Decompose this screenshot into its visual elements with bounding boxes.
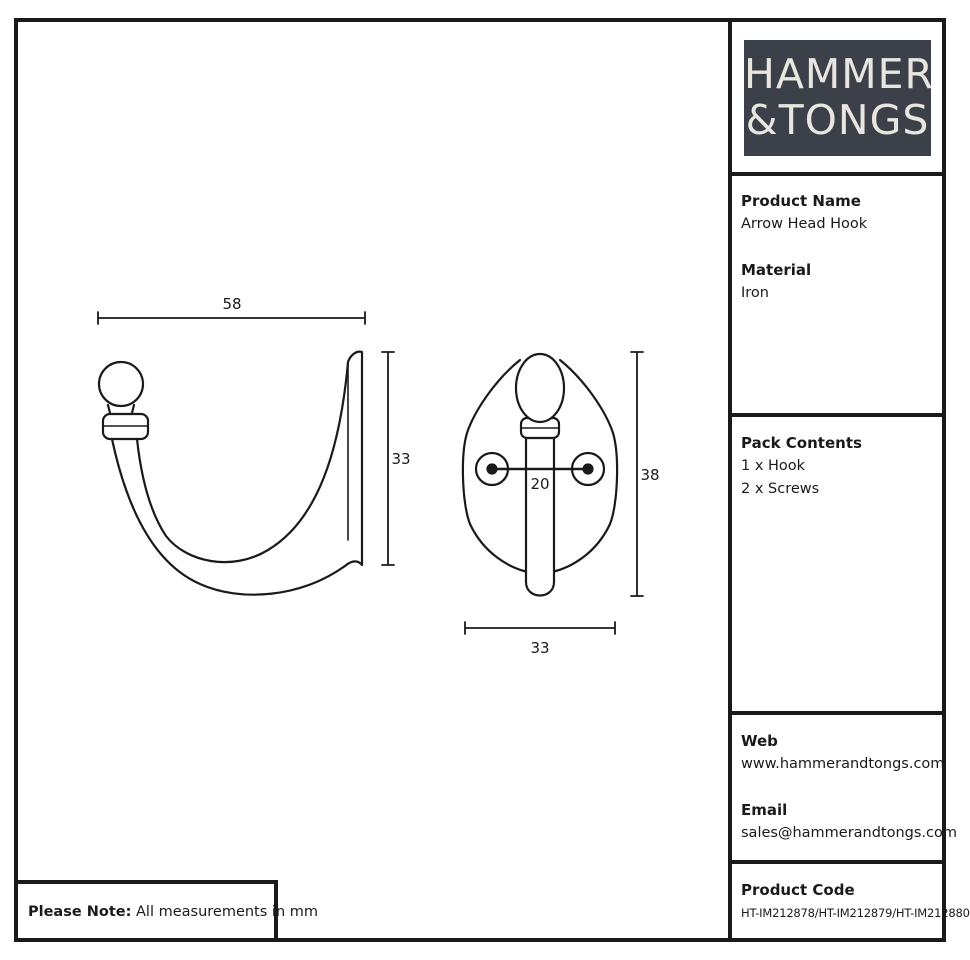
email-label: Email <box>741 801 788 819</box>
product-name-label: Product Name <box>741 192 861 210</box>
material-value: Iron <box>741 285 769 301</box>
front-hook-shank <box>524 434 556 597</box>
side-view-hook <box>97 350 364 596</box>
product-code-value: HT-IM212878/HT-IM212879/HT-IM212880 <box>741 906 970 920</box>
web-label: Web <box>741 732 778 750</box>
pack-contents-panel: Pack Contents 1 x Hook 2 x Screws <box>741 432 941 501</box>
product-name-value: Arrow Head Hook <box>741 216 868 232</box>
contact-panel: Web www.hammerandtongs.com Email sales@h… <box>741 730 958 845</box>
email-link[interactable]: sales@hammerandtongs.com <box>741 825 958 841</box>
dim-label-hole-spacing: 20 <box>530 475 549 493</box>
product-code-label: Product Code <box>741 881 855 899</box>
dim-label-side-width: 58 <box>222 295 241 313</box>
divider-pack <box>728 711 946 715</box>
measurement-note: Please Note: All measurements in mm <box>14 880 318 942</box>
brand-logo: HAMMER &TONGS <box>744 40 935 156</box>
pack-contents-label: Pack Contents <box>741 434 862 452</box>
front-knob <box>514 352 566 424</box>
material-label: Material <box>741 261 812 279</box>
dim-front-width <box>464 621 616 635</box>
dim-label-front-height: 38 <box>640 466 659 484</box>
dim-label-front-width: 33 <box>530 639 549 657</box>
dim-side-width <box>97 311 366 325</box>
dimension-lines <box>97 311 644 635</box>
sidebar-divider <box>728 18 732 942</box>
dim-front-height <box>630 351 644 597</box>
divider-contact <box>728 860 946 864</box>
divider-material <box>728 413 946 417</box>
divider-logo <box>728 172 946 176</box>
side-hook-body <box>110 350 364 596</box>
front-view-hook <box>461 352 619 597</box>
drawing-sheet-border <box>14 18 946 942</box>
dim-label-side-height: 33 <box>391 450 410 468</box>
logo-line-2: &TONGS <box>745 96 930 144</box>
web-link[interactable]: www.hammerandtongs.com <box>741 756 945 772</box>
product-code-panel: Product Code HT-IM212878/HT-IM212879/HT-… <box>741 879 970 925</box>
side-knob <box>97 360 145 408</box>
product-info-panel: Product Name Arrow Head Hook Material Ir… <box>741 190 941 305</box>
dim-side-height <box>381 351 395 566</box>
note-label: Please Note: <box>28 904 132 920</box>
pack-item: 2 x Screws <box>741 481 820 497</box>
note-text: All measurements in mm <box>136 904 318 920</box>
pack-item: 1 x Hook <box>741 458 806 474</box>
logo-line-1: HAMMER <box>744 50 935 98</box>
side-neck <box>106 403 136 415</box>
technical-drawing: 58 33 38 33 20 <box>97 295 660 657</box>
